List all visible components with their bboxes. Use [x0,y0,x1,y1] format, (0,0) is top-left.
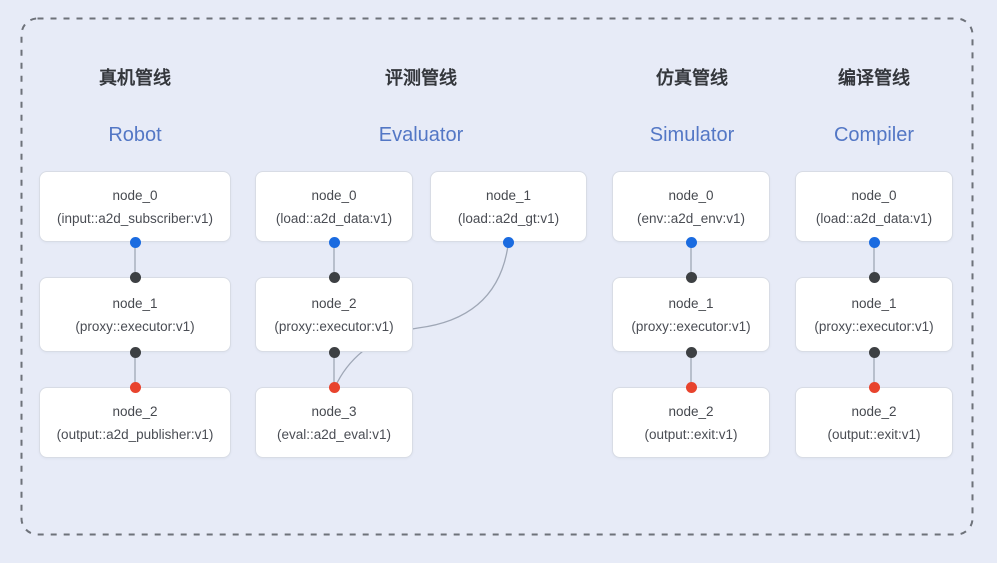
pipeline-title-en: Robot [108,124,162,146]
node-subtitle: (load::a2d_data:v1) [815,210,933,226]
port-dot-blue [503,236,514,248]
node-subtitle: (output::exit:v1) [827,426,921,442]
node-card: node_2(output::exit:v1) [612,387,770,458]
node-title: node_2 [311,295,357,311]
node-card: node_3(eval::a2d_eval:v1) [255,387,413,458]
node-title: node_2 [112,403,158,419]
node-card: node_0(load::a2d_data:v1) [255,171,413,242]
node-title: node_2 [851,403,897,419]
node-subtitle: (proxy::executor:v1) [75,318,195,334]
port-dot-blue [868,236,880,248]
edge [335,241,510,386]
port-dot-blue [129,236,141,248]
node-title: node_0 [668,187,714,203]
node-subtitle: (proxy::executor:v1) [814,318,934,334]
port-dot-black [868,346,880,358]
node-title: node_1 [485,187,532,203]
node-card: node_1(proxy::executor:v1) [39,277,231,352]
node-title: node_0 [311,187,357,203]
node-title: node_1 [851,295,897,311]
port-dot-black [328,346,340,358]
pipeline-title-en: Simulator [649,124,735,146]
port-dot-black [685,346,697,358]
node-title: node_0 [851,187,897,203]
node-title: node_1 [668,295,714,311]
pipeline-title-zh: 编译管线 [838,68,910,88]
node-title: node_3 [311,403,357,419]
port-dot-black [129,271,141,283]
node-subtitle: (env::a2d_env:v1) [636,210,746,226]
node-subtitle: (output::a2d_publisher:v1) [56,426,214,442]
port-dot-red [685,381,697,393]
node-subtitle: (output::exit:v1) [644,426,738,442]
pipeline-title-zh: 真机管线 [99,68,171,88]
node-card: node_0(env::a2d_env:v1) [612,171,770,242]
node-subtitle: (input::a2d_subscriber:v1) [56,210,214,226]
node-card: node_1(load::a2d_gt:v1) [430,171,587,242]
node-card: node_1(proxy::executor:v1) [795,277,953,352]
port-dot-red [129,381,141,393]
node-subtitle: (load::a2d_gt:v1) [457,210,560,226]
port-dot-black [685,271,697,283]
node-title: node_1 [112,295,158,311]
node-card: node_0(load::a2d_data:v1) [795,171,953,242]
node-subtitle: (eval::a2d_eval:v1) [276,426,392,442]
pipeline-title-en: Evaluator [378,124,464,146]
node-title: node_0 [112,187,158,203]
port-dot-red [868,381,880,393]
pipeline-title-zh: 评测管线 [385,68,457,88]
port-dot-black [129,346,141,358]
port-dot-blue [328,236,340,248]
dashed-frame [20,17,974,536]
pipeline-title-en: Compiler [833,124,915,146]
port-dot-red [328,381,340,393]
port-dot-black [868,271,880,283]
node-card: node_2(output::a2d_publisher:v1) [39,387,231,458]
node-card: node_1(proxy::executor:v1) [612,277,770,352]
pipeline-title-zh: 仿真管线 [656,68,728,88]
node-subtitle: (proxy::executor:v1) [631,318,751,334]
node-subtitle: (load::a2d_data:v1) [275,210,393,226]
node-card: node_0(input::a2d_subscriber:v1) [39,171,231,242]
node-title: node_2 [668,403,714,419]
node-card: node_2(output::exit:v1) [795,387,953,458]
port-dot-black [328,271,340,283]
node-card: node_2(proxy::executor:v1) [255,277,413,352]
node-subtitle: (proxy::executor:v1) [274,318,394,334]
port-dot-blue [685,236,697,248]
